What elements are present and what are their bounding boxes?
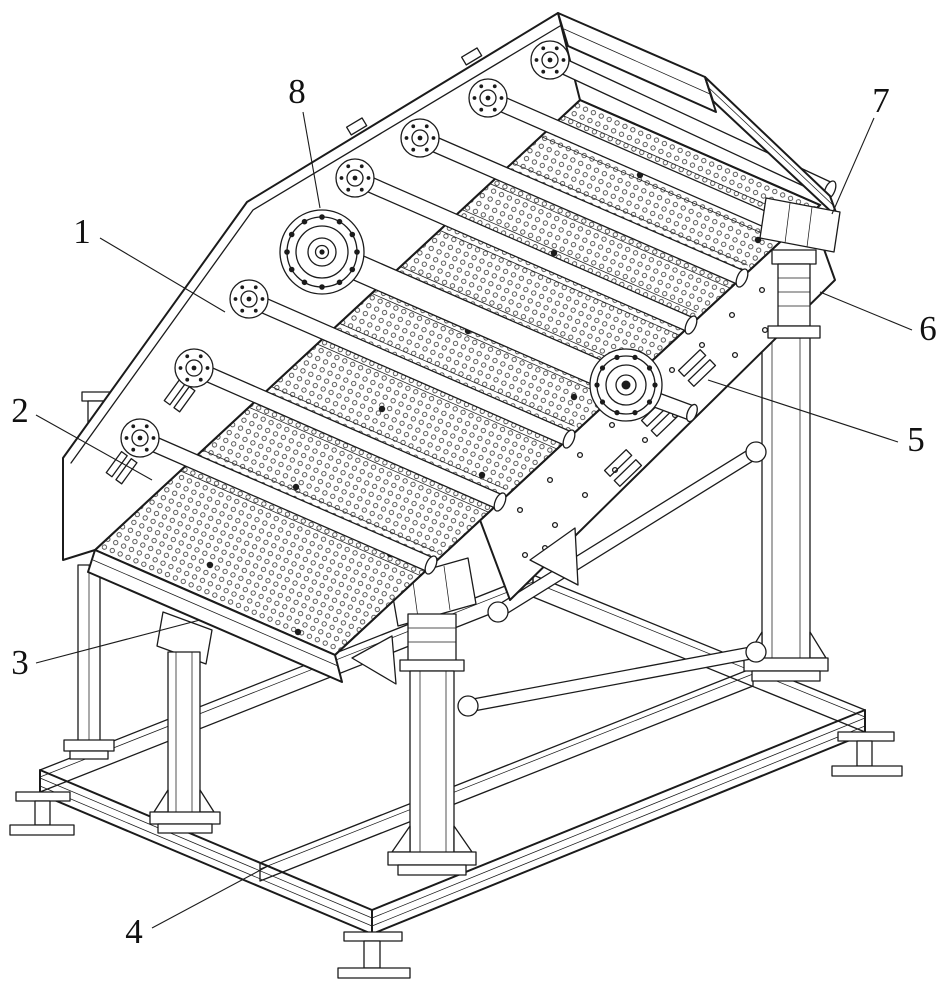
rear-right-column xyxy=(743,337,829,682)
leader-6 xyxy=(819,291,913,331)
callout-1: 1 xyxy=(73,212,91,251)
callouts: 1 2 3 4 5 6 7 8 xyxy=(11,72,937,951)
edge-tab xyxy=(460,47,483,66)
left-support xyxy=(149,611,221,834)
gusset-plate xyxy=(351,635,397,685)
discharge-lip xyxy=(87,549,343,683)
base-frame xyxy=(9,574,903,979)
callout-8: 8 xyxy=(288,72,306,111)
gusset xyxy=(809,631,827,659)
screen-clamp xyxy=(603,449,643,487)
support-bracket xyxy=(156,611,213,665)
leader-5 xyxy=(707,379,899,443)
leader-3 xyxy=(35,619,201,664)
callout-4: 4 xyxy=(125,912,143,951)
support-column xyxy=(409,670,455,859)
leader-8 xyxy=(302,111,321,209)
callout-2: 2 xyxy=(11,391,29,430)
plate-top-flange-edge xyxy=(70,22,566,464)
feed-box xyxy=(557,12,717,113)
floor-foot-bottom xyxy=(337,931,411,979)
screen-clamp xyxy=(105,450,138,485)
exciter-flange-far xyxy=(589,348,698,423)
exciter-flange-near xyxy=(279,209,365,295)
leader-4 xyxy=(151,865,269,929)
support-column xyxy=(167,651,201,819)
floor-foot-right xyxy=(831,731,903,777)
callout-7: 7 xyxy=(872,81,890,120)
screen-clamp xyxy=(677,349,717,387)
callout-3: 3 xyxy=(11,643,29,682)
support-bracket xyxy=(759,197,841,253)
cross-tubes xyxy=(136,52,837,575)
base-beam-inner xyxy=(259,667,754,882)
top-right-support xyxy=(759,197,841,339)
base-beam-front-left xyxy=(39,769,373,935)
gusset-plate xyxy=(529,527,579,586)
leader-2 xyxy=(35,414,153,481)
spring-housing xyxy=(407,613,457,663)
floor-foot-left xyxy=(9,791,75,836)
spring-housing xyxy=(777,263,811,327)
front-right-support xyxy=(387,557,477,876)
edge-tab xyxy=(345,117,368,136)
leader-7 xyxy=(831,117,875,215)
callout-5: 5 xyxy=(907,420,925,459)
leader-1 xyxy=(99,237,226,313)
callout-6: 6 xyxy=(919,309,937,348)
